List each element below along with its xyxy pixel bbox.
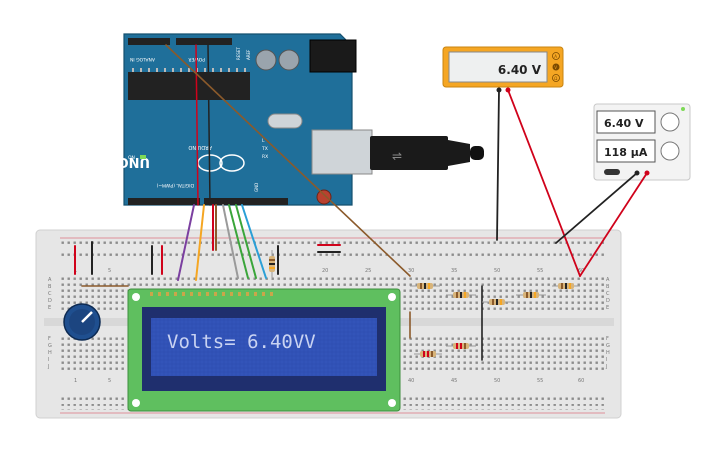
resistor[interactable] — [410, 283, 440, 289]
lcd-text-row1: Volts= 6.40VV — [167, 331, 316, 353]
lcd-16x2[interactable]: Volts= 6.40VV — [127, 288, 401, 412]
breadboard-row-labels-right: A B C D E F G H I J — [605, 277, 610, 370]
row-label: A — [606, 277, 610, 283]
breadboard-row-labels-left: A B C D E F G H I J — [47, 277, 52, 370]
row-label: I — [606, 357, 607, 363]
row-label: J — [47, 364, 49, 370]
column-number: 40 — [408, 378, 414, 384]
row-label: B — [48, 284, 52, 290]
resistor[interactable] — [516, 292, 546, 298]
column-number: 5 — [108, 268, 111, 274]
power-supply[interactable]: 6.40 V 118 μA — [593, 103, 691, 181]
row-label: A — [48, 277, 52, 283]
on-led-label: ON — [128, 155, 135, 161]
voltage-knob[interactable] — [660, 112, 680, 132]
supply-lead-black — [555, 172, 638, 244]
mode-amps-button[interactable] — [552, 52, 560, 60]
current-knob[interactable] — [660, 141, 680, 161]
multimeter-reading: 6.40 V — [498, 63, 542, 77]
resistor[interactable] — [446, 343, 476, 349]
column-number: 25 — [365, 268, 371, 274]
rx-led-label: RX — [262, 154, 268, 160]
wire-green-1 — [228, 204, 249, 279]
column-number: 1 — [74, 378, 77, 384]
aref-label: AREF — [246, 49, 251, 60]
potentiometer[interactable] — [63, 303, 101, 341]
wire-orange — [195, 204, 205, 281]
usb-icon: ⇌ — [392, 149, 402, 163]
probe-red — [507, 89, 581, 277]
column-number: 5 — [108, 378, 111, 384]
column-number: 55 — [537, 378, 543, 384]
mode-amps-label: A — [554, 54, 557, 59]
wires[interactable] — [74, 44, 648, 361]
column-number: 35 — [451, 268, 457, 274]
digital-pwm-label: DIGITAL (PWM~) — [156, 182, 194, 188]
tx-led-label: TX — [261, 146, 268, 152]
gnd-label: GND — [254, 183, 259, 192]
column-number: 50 — [494, 378, 500, 384]
supply-lead-red — [579, 172, 648, 277]
wire-5v-red — [195, 44, 199, 206]
on-led-icon — [140, 155, 146, 159]
analog-in-label: ANALOG IN — [130, 56, 155, 62]
column-number: 55 — [537, 268, 543, 274]
row-label: H — [606, 350, 610, 356]
probe-black — [496, 89, 500, 241]
row-label: G — [606, 343, 610, 349]
row-label: H — [48, 350, 52, 356]
row-label: G — [48, 343, 52, 349]
column-number: 45 — [451, 378, 457, 384]
row-label: E — [606, 305, 609, 311]
wire-green-2 — [235, 204, 257, 279]
resistor[interactable] — [552, 283, 580, 289]
row-label: F — [606, 336, 609, 342]
row-label: B — [606, 284, 610, 290]
wire-gnd-black — [207, 44, 211, 206]
column-number: 20 — [322, 268, 328, 274]
multimeter[interactable]: 6.40 V A V Ω — [442, 46, 564, 93]
row-label: D — [606, 298, 610, 304]
arduino-brand-label: ARDUINO — [188, 144, 212, 150]
row-label: E — [48, 305, 51, 311]
resistor[interactable] — [414, 351, 442, 357]
row-label: C — [48, 291, 52, 297]
resistor[interactable] — [446, 292, 476, 298]
pot-indicator — [81, 311, 93, 323]
supply-voltage-display: 6.40 V — [604, 117, 644, 130]
mode-ohms-label: Ω — [554, 76, 557, 81]
l-led-label: L — [262, 138, 265, 144]
row-label: F — [48, 336, 51, 342]
breadboard-column-numbers-bottom: 1 5 40 45 50 55 60 — [74, 378, 584, 384]
supply-led-icon — [681, 107, 685, 111]
wire-purple — [177, 204, 195, 281]
mode-ohms-button[interactable] — [552, 74, 560, 82]
column-number: 50 — [494, 268, 500, 274]
row-label: I — [48, 357, 49, 363]
mode-volts-button[interactable] — [552, 63, 560, 71]
supply-power-switch[interactable] — [604, 169, 620, 175]
resistor[interactable] — [482, 299, 512, 305]
resistor[interactable] — [269, 250, 275, 280]
usb-cable[interactable]: ⇌ — [370, 136, 484, 170]
column-number: 60 — [578, 378, 584, 384]
wire-grey — [222, 204, 239, 279]
reset-label: RESET — [236, 47, 241, 60]
row-label: J — [605, 364, 607, 370]
resistors[interactable] — [269, 250, 580, 357]
column-number: 60 — [578, 268, 584, 274]
supply-current-display: 118 μA — [604, 146, 648, 159]
row-label: D — [48, 298, 52, 304]
mode-volts-label: V — [554, 65, 557, 70]
wire-blue — [241, 204, 267, 279]
wire-analog-brown — [165, 44, 411, 277]
row-label: C — [606, 291, 610, 297]
arduino-uno-board[interactable]: ARDUINO UNO ANALOG IN POWER DIGITAL (PWM… — [118, 33, 373, 206]
column-number: 30 — [408, 268, 414, 274]
